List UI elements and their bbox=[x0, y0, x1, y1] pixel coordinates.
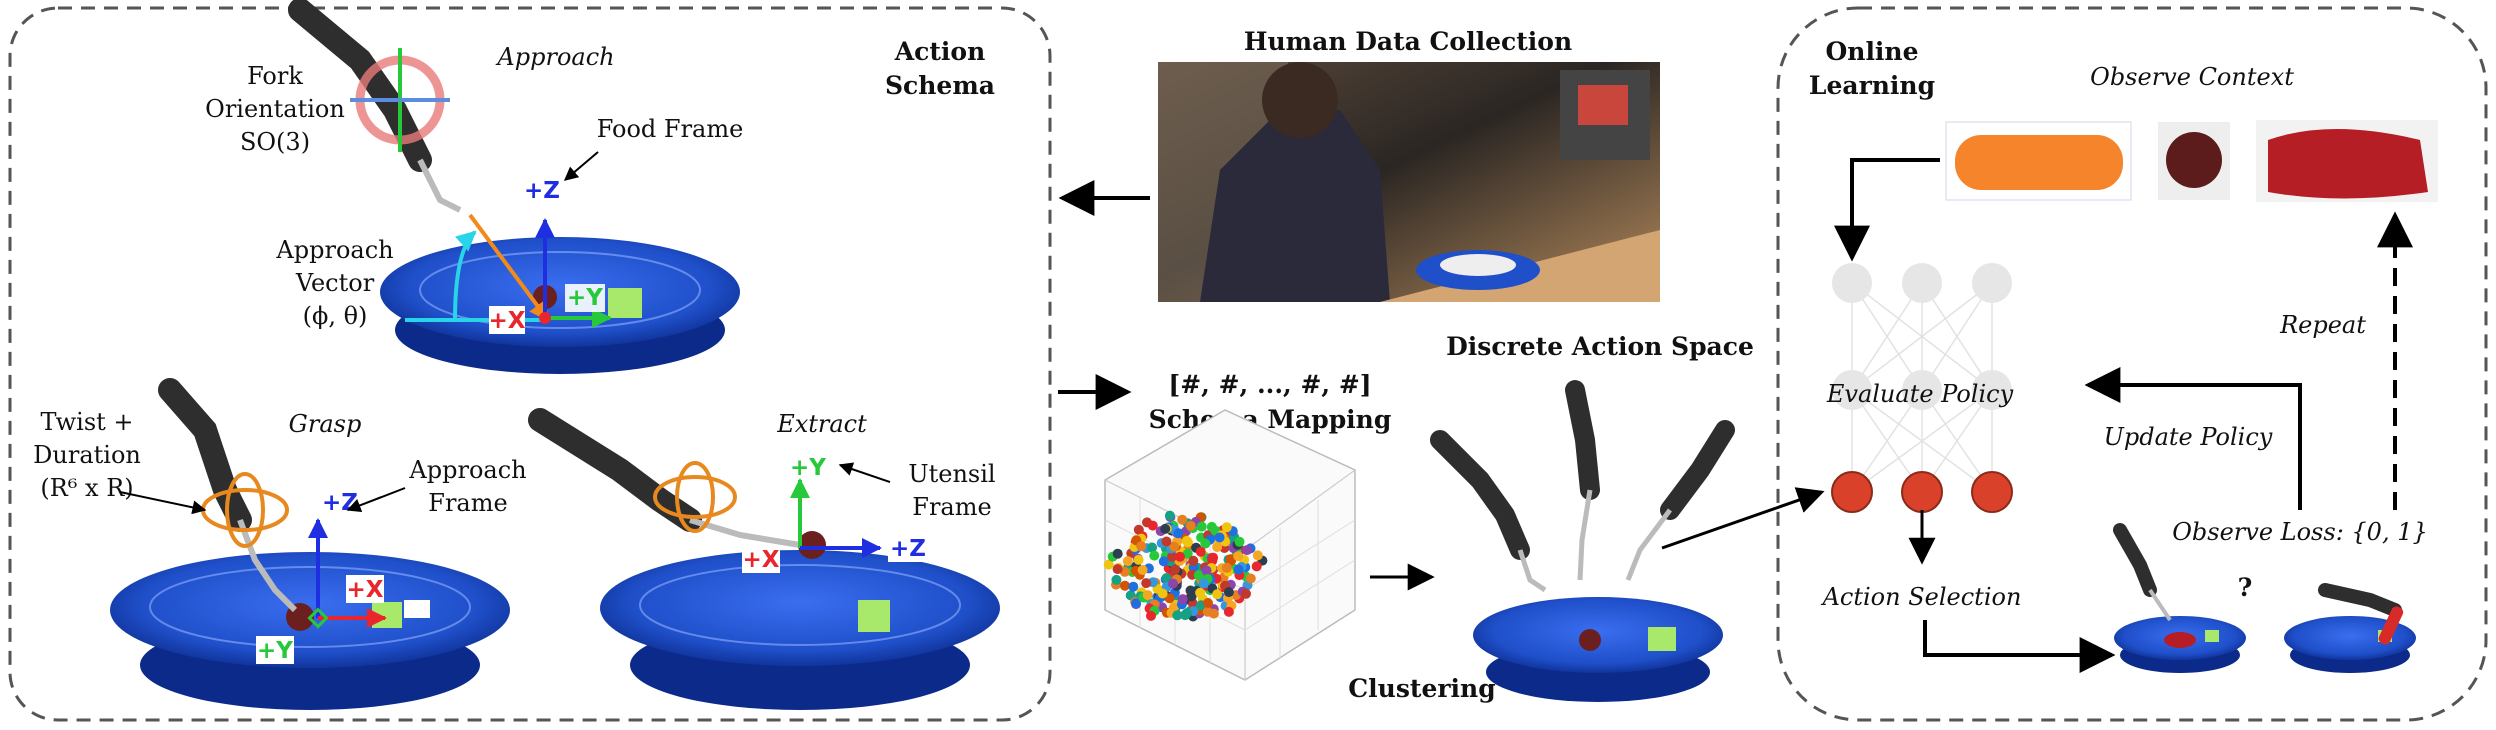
human-data-title: Human Data Collection bbox=[1244, 27, 1572, 56]
approach-subfigure: +X +Y +Z bbox=[288, 0, 740, 374]
approach-vector-label: (ϕ, θ) bbox=[303, 302, 368, 330]
schema-mapping-title: Schema Mapping bbox=[1149, 405, 1392, 434]
extract-axis-x: +X bbox=[742, 547, 779, 573]
outcome-plates bbox=[2113, 523, 2416, 673]
policy-network bbox=[1831, 263, 2013, 513]
observe-context-label: Observe Context bbox=[2090, 63, 2294, 91]
grasp-axis-y: +Y bbox=[257, 638, 293, 664]
arrow-context-to-network bbox=[1834, 158, 1940, 262]
approach-frame-label: Frame bbox=[428, 489, 507, 517]
update-policy-label: Update Policy bbox=[2104, 423, 2273, 451]
grasp-axis-z: +Z bbox=[322, 490, 358, 516]
food-frame-label: Food Frame bbox=[597, 115, 744, 143]
extract-subfigure: +Y +X +Z bbox=[528, 408, 1000, 710]
online-learning-title: Online bbox=[1825, 37, 1918, 66]
grasp-axis-x: +X bbox=[346, 577, 383, 603]
extract-axis-y: +Y bbox=[790, 455, 826, 481]
utensil-frame-label: Utensil bbox=[908, 460, 995, 488]
arrow-to-policy bbox=[1661, 487, 1825, 550]
approach-axis-y: +Y bbox=[567, 285, 603, 311]
grasp-subfigure: +Z +X +Y bbox=[110, 378, 510, 710]
action-schema-title: Action bbox=[894, 37, 986, 66]
twist-duration-label: Duration bbox=[33, 441, 141, 469]
arrow-to-outcome bbox=[1923, 620, 2116, 673]
online-learning-panel bbox=[1776, 6, 2488, 722]
extract-axis-z: +Z bbox=[890, 536, 926, 562]
approach-axis-z: +Z bbox=[524, 178, 560, 204]
approach-vector-label: Vector bbox=[295, 269, 375, 297]
arrow-update-policy bbox=[2084, 367, 2302, 510]
fork-orientation-label: Orientation bbox=[205, 95, 345, 123]
repeat-label: Repeat bbox=[2279, 311, 2366, 339]
evaluate-policy-label: Evaluate Policy bbox=[1826, 380, 2014, 408]
approach-frame-label: Approach bbox=[408, 456, 526, 484]
action-selection-label: Action Selection bbox=[1821, 583, 2022, 611]
fork-orientation-label: SO(3) bbox=[240, 128, 310, 156]
approach-axis-x: +X bbox=[488, 308, 525, 334]
online-learning-title: Learning bbox=[1809, 71, 1935, 100]
discrete-action-figure bbox=[1430, 380, 1735, 702]
observe-loss-label: Observe Loss: {0, 1} bbox=[2172, 518, 2428, 546]
extract-title: Extract bbox=[776, 410, 867, 438]
utensil-frame-label: Frame bbox=[912, 493, 991, 521]
approach-vector-label: Approach bbox=[275, 236, 393, 264]
question-mark: ? bbox=[2238, 573, 2253, 602]
action-schema-panel bbox=[8, 6, 1052, 722]
context-images bbox=[1945, 120, 2438, 202]
schema-scatter-plot bbox=[1103, 409, 1356, 681]
human-data-photo bbox=[1158, 62, 1660, 302]
action-schema-title: Schema bbox=[885, 71, 995, 100]
clustering-label: Clustering bbox=[1348, 674, 1495, 703]
discrete-action-title: Discrete Action Space bbox=[1446, 332, 1754, 361]
twist-duration-label: (R⁶ x R) bbox=[40, 474, 133, 502]
approach-title: Approach bbox=[495, 43, 614, 71]
fork-orientation-label: Fork bbox=[247, 62, 303, 90]
twist-duration-label: Twist + bbox=[40, 408, 133, 436]
schema-mapping-vector: [#, #, ..., #, #] bbox=[1168, 370, 1371, 399]
extract-twist-icon bbox=[653, 475, 737, 519]
grasp-title: Grasp bbox=[289, 410, 362, 438]
